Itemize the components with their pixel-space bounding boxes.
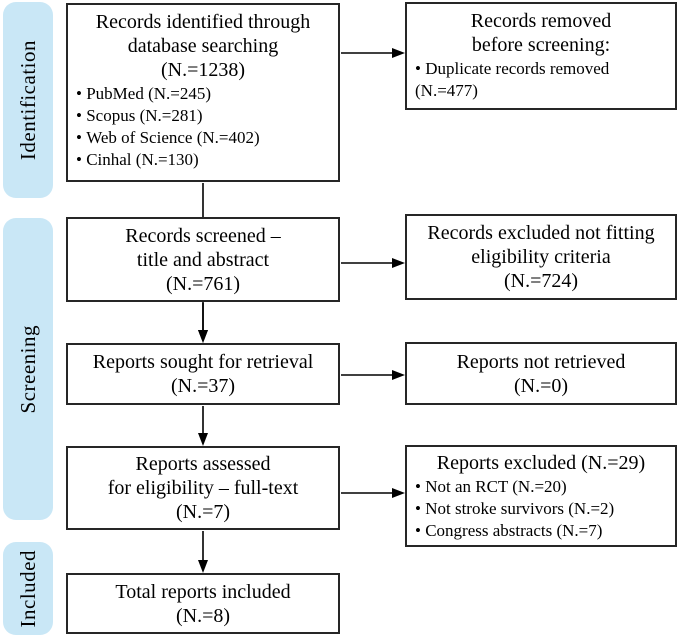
title-line: Total reports included — [115, 580, 291, 603]
box-title: Reports sought for retrieval (N.=37) — [68, 350, 338, 398]
box-records-excluded: Records excluded not fitting eligibility… — [405, 214, 677, 300]
exclusion-list: Not an RCT (N.=20) Not stroke survivors … — [407, 475, 675, 542]
title-line: (N.=0) — [513, 374, 569, 397]
box-title: Reports excluded (N.=29) — [407, 451, 675, 475]
stage-label-included: Included — [15, 549, 40, 628]
title-line: Records identified through — [95, 11, 311, 33]
list-item: PubMed (N.=245) — [76, 83, 332, 105]
title-line: title and abstract — [136, 248, 270, 271]
title-line: Records excluded not fitting — [427, 222, 655, 244]
database-list: PubMed (N.=245) Scopus (N.=281) Web of S… — [68, 82, 338, 171]
list-item: Not an RCT (N.=20) — [415, 476, 669, 498]
list-item: Scopus (N.=281) — [76, 105, 332, 127]
title-line: eligibility criteria — [471, 246, 611, 268]
box-reports-assessed: Reports assessed for eligibility – full-… — [66, 446, 340, 530]
box-title: Records screened – title and abstract (N… — [68, 224, 338, 296]
title-line: Reports excluded (N.=29) — [436, 452, 646, 474]
title-line: (N.=37) — [170, 375, 236, 397]
title-line: Reports assessed — [135, 453, 271, 475]
title-line: Reports sought for retrieval — [92, 351, 314, 373]
box-title: Records identified through database sear… — [68, 10, 338, 82]
box-records-identified: Records identified through database sear… — [66, 3, 340, 182]
list-item: Not stroke survivors (N.=2) — [415, 498, 669, 520]
list-item: Duplicate records removed (N.=477) — [415, 58, 669, 102]
title-line: Reports not retrieved — [456, 350, 626, 373]
title-line: database searching — [127, 35, 279, 57]
box-title: Reports assessed for eligibility – full-… — [68, 452, 338, 524]
stage-label-screening: Screening — [15, 324, 40, 414]
stage-band-screening: Screening — [3, 218, 53, 520]
title-line: for eligibility – full-text — [107, 477, 299, 499]
title-line: before screening: — [471, 34, 611, 56]
box-title: Records removed before screening: — [407, 9, 675, 57]
stage-band-included: Included — [3, 542, 53, 635]
stage-label-identification: Identification — [15, 39, 40, 161]
box-records-removed: Records removed before screening: Duplic… — [405, 2, 677, 110]
stage-band-identification: Identification — [3, 2, 53, 198]
title-line: Records screened – — [125, 224, 281, 247]
box-reports-excluded: Reports excluded (N.=29) Not an RCT (N.=… — [405, 445, 677, 547]
title-line: (N.=724) — [503, 270, 579, 292]
box-title: Total reports included (N.=8) — [68, 580, 338, 628]
list-item: Cinhal (N.=130) — [76, 149, 332, 171]
title-line: Records removed — [470, 10, 612, 32]
box-records-screened: Records screened – title and abstract (N… — [66, 217, 340, 302]
title-line: (N.=1238) — [160, 59, 246, 81]
removed-list: Duplicate records removed (N.=477) — [407, 57, 675, 102]
title-line: (N.=7) — [175, 501, 231, 523]
title-line: (N.=8) — [175, 604, 231, 627]
list-item: Congress abstracts (N.=7) — [415, 520, 669, 542]
box-total-included: Total reports included (N.=8) — [66, 573, 340, 634]
box-reports-not-retrieved: Reports not retrieved (N.=0) — [405, 342, 677, 405]
title-line: (N.=761) — [165, 272, 241, 295]
list-item: Web of Science (N.=402) — [76, 127, 332, 149]
box-reports-sought: Reports sought for retrieval (N.=37) — [66, 343, 340, 405]
box-title: Records excluded not fitting eligibility… — [407, 221, 675, 293]
box-title: Reports not retrieved (N.=0) — [407, 350, 675, 398]
